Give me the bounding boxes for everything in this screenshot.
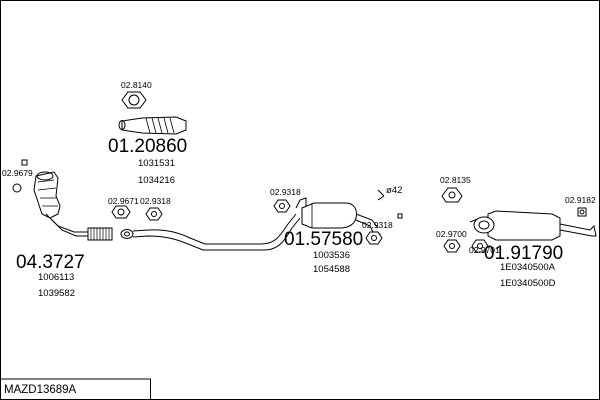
middle-muffler-ref-2: 1054588 (313, 264, 350, 275)
fitting-label-9700: 02.9700 (436, 229, 467, 239)
front-pipe-number: 04.3727 (16, 252, 85, 273)
front-pipe-ref-2: 1039582 (38, 288, 75, 299)
front-pipe-drawing (12, 159, 134, 241)
fitting-label-9318-a: 02.9318 (140, 196, 171, 206)
fitting-label-8140: 02.8140 (121, 80, 152, 90)
main-pipe-drawing (132, 213, 301, 251)
fitting-label-9318-c: 02.9318 (362, 220, 393, 230)
fitting-label-8135: 02.8135 (440, 175, 471, 185)
middle-muffler-number: 01.57580 (284, 229, 363, 250)
flex-pipe-number: 01.20860 (108, 136, 187, 157)
fitting-label-9318-b: 02.9318 (270, 187, 301, 197)
flex-pipe-ref-1: 1031531 (138, 158, 175, 169)
fitting-label-9671: 02.9671 (108, 196, 139, 206)
fitting-label-9701: 02.9701 (469, 245, 500, 255)
fitting-label-9182: 02.9182 (565, 195, 596, 205)
flex-pipe-drawing (118, 91, 187, 135)
fitting-label-9679: 02.9679 (2, 168, 33, 178)
middle-muffler-ref-1: 1003536 (313, 250, 350, 261)
rear-muffler-ref-2: 1E0340500D (500, 278, 556, 289)
fittings-drawing (111, 199, 383, 245)
pipe-diameter-label: ø42 (386, 185, 402, 196)
diagram-id: MAZD13689A (4, 384, 77, 396)
flex-pipe-ref-2: 1034216 (138, 175, 175, 186)
rear-muffler-ref-1: 1E0340500A (500, 262, 556, 273)
rear-muffler-number: 01.91790 (484, 243, 563, 264)
rear-muffler-drawing (441, 187, 597, 253)
front-pipe-ref-1: 1006113 (38, 272, 74, 283)
